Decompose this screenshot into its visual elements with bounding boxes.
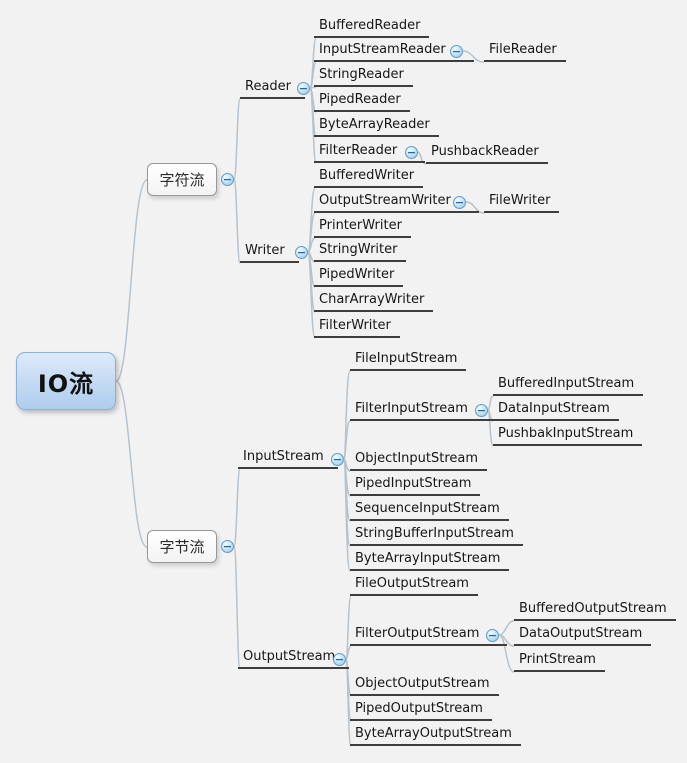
node-file-output-stream[interactable]: FileOutputStream xyxy=(350,576,478,596)
node-output-stream[interactable]: OutputStream xyxy=(238,649,350,669)
node-buffered-writer[interactable]: BufferedWriter xyxy=(314,168,424,188)
node-filter-reader[interactable]: FilterReader xyxy=(314,143,426,163)
input-stream-collapse-icon[interactable]: − xyxy=(331,453,344,466)
node-char-stream[interactable]: 字符流 xyxy=(147,163,217,196)
node-pushback-reader[interactable]: PushbackReader xyxy=(426,144,548,164)
node-buffered-output-stream[interactable]: BufferedOutputStream xyxy=(514,601,676,621)
byte-stream-collapse-icon[interactable]: − xyxy=(221,540,234,553)
node-string-writer[interactable]: StringWriter xyxy=(314,242,407,262)
node-piped-input-stream[interactable]: PipedInputStream xyxy=(350,476,481,496)
node-byte-array-reader[interactable]: ByteArrayReader xyxy=(314,117,439,137)
filter-input-stream-collapse-icon[interactable]: − xyxy=(475,404,488,417)
reader-collapse-icon[interactable]: − xyxy=(297,82,310,95)
node-reader[interactable]: Reader xyxy=(240,79,306,99)
node-buffered-input-stream[interactable]: BufferedInputStream xyxy=(493,376,644,396)
node-string-buffer-input-stream[interactable]: StringBufferInputStream xyxy=(350,526,523,546)
node-data-input-stream[interactable]: DataInputStream xyxy=(493,401,619,421)
node-pushbak-input-stream[interactable]: PushbakInputStream xyxy=(493,426,643,446)
node-file-reader[interactable]: FileReader xyxy=(484,42,566,62)
filter-output-stream-collapse-icon[interactable]: − xyxy=(486,629,499,642)
node-byte-stream[interactable]: 字节流 xyxy=(147,530,217,563)
node-object-output-stream[interactable]: ObjectOutputStream xyxy=(350,676,499,696)
writer-collapse-icon[interactable]: − xyxy=(295,246,308,259)
node-input-stream-reader[interactable]: InputStreamReader xyxy=(314,42,474,62)
node-buffered-reader[interactable]: BufferedReader xyxy=(314,18,430,38)
node-output-stream-writer[interactable]: OutputStreamWriter xyxy=(314,193,479,213)
node-filter-writer[interactable]: FilterWriter xyxy=(314,318,400,338)
input-stream-reader-collapse-icon[interactable]: − xyxy=(450,45,463,58)
node-char-array-writer[interactable]: CharArrayWriter xyxy=(314,292,434,312)
filter-reader-collapse-icon[interactable]: − xyxy=(405,146,418,159)
node-file-input-stream[interactable]: FileInputStream xyxy=(350,351,467,371)
node-piped-output-stream[interactable]: PipedOutputStream xyxy=(350,701,492,721)
node-object-input-stream[interactable]: ObjectInputStream xyxy=(350,451,488,471)
node-writer[interactable]: Writer xyxy=(240,243,299,263)
node-filter-output-stream[interactable]: FilterOutputStream xyxy=(350,626,508,646)
node-data-output-stream[interactable]: DataOutputStream xyxy=(514,626,652,646)
node-printer-writer[interactable]: PrinterWriter xyxy=(314,218,411,238)
output-stream-collapse-icon[interactable]: − xyxy=(333,653,346,666)
char-stream-collapse-icon[interactable]: − xyxy=(221,173,234,186)
node-sequence-input-stream[interactable]: SequenceInputStream xyxy=(350,501,509,521)
output-stream-writer-collapse-icon[interactable]: − xyxy=(453,196,466,209)
node-piped-reader[interactable]: PipedReader xyxy=(314,92,410,112)
node-byte-array-output-stream[interactable]: ByteArrayOutputStream xyxy=(350,726,521,746)
node-piped-writer[interactable]: PipedWriter xyxy=(314,267,404,287)
node-string-reader[interactable]: StringReader xyxy=(314,67,413,87)
node-byte-array-input-stream[interactable]: ByteArrayInputStream xyxy=(350,551,510,571)
node-file-writer[interactable]: FileWriter xyxy=(484,193,560,213)
node-io-root[interactable]: IO流 xyxy=(16,352,116,410)
node-filter-input-stream[interactable]: FilterInputStream xyxy=(350,401,496,421)
node-print-stream[interactable]: PrintStream xyxy=(514,652,605,672)
node-input-stream[interactable]: InputStream xyxy=(238,449,338,469)
